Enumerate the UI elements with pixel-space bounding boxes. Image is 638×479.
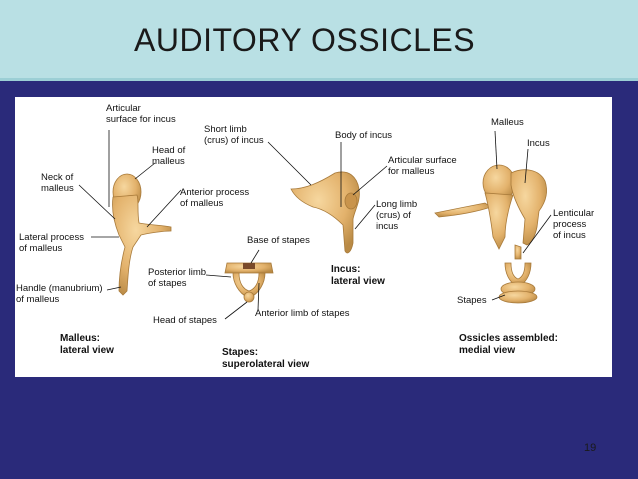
ossicles-assembled-drawing xyxy=(434,164,547,304)
label-long-limb-of-incus: Long limb (crus) of incus xyxy=(376,199,418,232)
label-base-of-stapes: Base of stapes xyxy=(247,235,310,246)
stapes-superolateral-drawing xyxy=(224,262,274,303)
label-lateral-process-of-malleus: Lateral process of malleus xyxy=(19,232,84,254)
title-bar xyxy=(0,0,638,78)
label-body-of-incus: Body of incus xyxy=(335,130,393,141)
caption-ossicles-assembled-medial-view: Ossicles assembled: medial view xyxy=(459,333,558,356)
label-incus: Incus xyxy=(527,138,550,149)
slide-title: AUDITORY OSSICLES xyxy=(134,22,476,58)
incus-lateral-drawing xyxy=(290,171,360,254)
label-articular-surface-for-malleus: Articular surface for malleus xyxy=(388,155,457,177)
label-short-limb-of-incus: Short limb (crus) of incus xyxy=(204,124,264,146)
label-neck-of-malleus: Neck of malleus xyxy=(41,172,74,194)
caption-malleus-lateral-view: Malleus: lateral view xyxy=(60,333,114,356)
ossicles-figure: Articular surface for incus Head of mall… xyxy=(15,97,612,377)
malleus-lateral-drawing xyxy=(112,173,172,296)
leader-lines xyxy=(78,130,552,320)
label-anterior-process-of-malleus: Anterior process of malleus xyxy=(180,187,250,209)
page-number: 19 xyxy=(584,442,597,454)
label-lenticular-process-of-incus: Lenticular process of incus xyxy=(553,208,595,241)
label-posterior-limb-of-stapes: Posterior limb of stapes xyxy=(148,267,207,289)
label-handle-of-malleus: Handle (manubrium) of malleus xyxy=(16,283,103,305)
ossicles-illustration xyxy=(78,130,552,320)
label-anterior-limb-of-stapes: Anterior limb of stapes xyxy=(255,308,350,319)
caption-stapes-superolateral-view: Stapes: superolateral view xyxy=(222,347,310,370)
label-head-of-malleus: Head of malleus xyxy=(152,145,186,167)
label-malleus: Malleus xyxy=(491,117,524,128)
caption-incus-lateral-view: Incus: lateral view xyxy=(331,264,385,287)
label-stapes: Stapes xyxy=(457,295,487,306)
title-bar-divider xyxy=(0,78,638,81)
label-articular-surface-for-incus: Articular surface for incus xyxy=(106,103,176,125)
label-head-of-stapes: Head of stapes xyxy=(153,315,217,326)
